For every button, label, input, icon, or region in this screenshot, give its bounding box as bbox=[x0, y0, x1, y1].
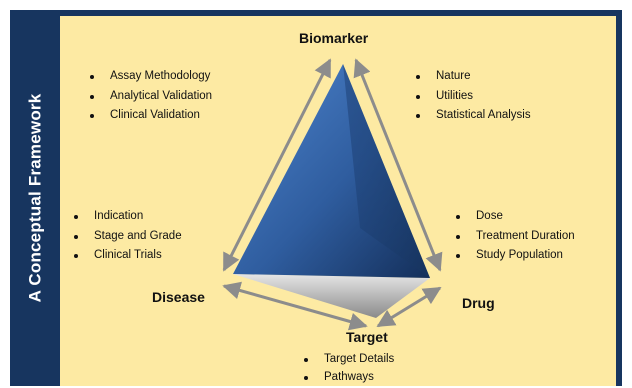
list-item: Utilities bbox=[414, 87, 531, 107]
node-drug: Drug bbox=[462, 295, 495, 311]
list-item: Clinical Validation bbox=[88, 106, 212, 126]
list-item: Treatment Duration bbox=[454, 227, 575, 247]
arrow-biomarker-disease bbox=[222, 58, 332, 272]
list-item: Assay Methodology bbox=[88, 67, 212, 87]
arrow-biomarker-drug bbox=[353, 58, 443, 272]
list-drug: Dose Treatment Duration Study Population bbox=[454, 207, 575, 266]
list-biomarker-left: Assay Methodology Analytical Validation … bbox=[88, 67, 212, 126]
node-disease: Disease bbox=[152, 289, 205, 305]
list-item: Clinical Trials bbox=[72, 246, 182, 266]
list-item: Target Details bbox=[302, 350, 394, 368]
arrow-disease-target bbox=[222, 281, 368, 331]
list-item: Dose bbox=[454, 207, 575, 227]
arrow-drug-target bbox=[376, 286, 442, 328]
list-item: Pathways bbox=[302, 368, 394, 386]
list-item: Statistical Analysis bbox=[414, 106, 531, 126]
node-biomarker: Biomarker bbox=[299, 30, 369, 46]
list-target: Target Details Pathways bbox=[302, 350, 394, 386]
list-item: Nature bbox=[414, 67, 531, 87]
list-item: Stage and Grade bbox=[72, 227, 182, 247]
list-biomarker-right: Nature Utilities Statistical Analysis bbox=[414, 67, 531, 126]
list-item: Analytical Validation bbox=[88, 87, 212, 107]
list-disease: Indication Stage and Grade Clinical Tria… bbox=[72, 207, 182, 266]
list-item: Study Population bbox=[454, 246, 575, 266]
node-target: Target bbox=[346, 329, 388, 345]
list-item: Indication bbox=[72, 207, 182, 227]
